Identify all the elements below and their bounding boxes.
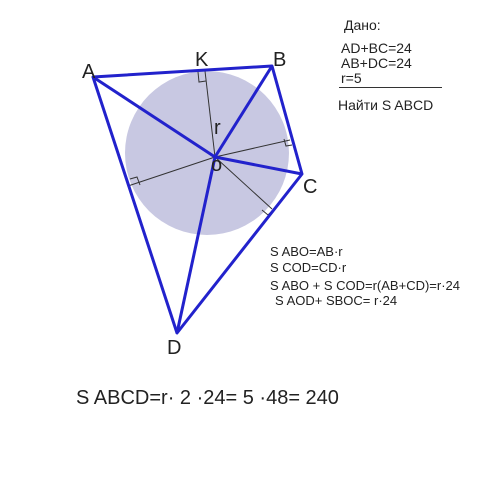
radius-bc [214, 139, 291, 158]
label-point-c: C [303, 176, 318, 198]
segment-ob [213, 65, 274, 158]
given-line-3: r=5 [341, 70, 362, 86]
right-angle-k [197, 71, 207, 83]
right-angle-bc [283, 138, 293, 147]
label-point-d: D [167, 337, 182, 359]
segment-oa [92, 75, 216, 159]
radius-cd [214, 156, 273, 210]
segment-oc [214, 155, 303, 176]
given-line-1: AD+BC=24 [341, 40, 412, 56]
formula-line-4: S AOD+ SBOC= r·24 [275, 293, 398, 308]
given-line-2: AB+DC=24 [341, 55, 412, 71]
given-separator [339, 87, 442, 88]
given-title: Дано: [344, 17, 381, 33]
segment-od [175, 156, 217, 334]
quadrilateral-abcd [91, 64, 304, 335]
label-point-b: B [273, 49, 287, 71]
formula-line-3: S ABO + S COD=r(AB+CD)=r·24 [270, 278, 461, 293]
find-text: Найти S ABCD [338, 97, 434, 113]
radius-ok [204, 70, 216, 158]
label-point-k: K [195, 49, 209, 71]
formula-line-2: S COD=CD·r [270, 260, 347, 275]
radius-ad [127, 156, 216, 187]
label-point-a: A [82, 61, 96, 83]
label-radius: r [214, 117, 221, 139]
label-point-o: o [211, 154, 223, 176]
formula-line-1: S ABO=AB·r [270, 244, 343, 259]
right-angle-ad [129, 176, 141, 186]
answer-line: S ABCD=r· 2 ·24= 5 ·48= 240 [76, 387, 339, 409]
